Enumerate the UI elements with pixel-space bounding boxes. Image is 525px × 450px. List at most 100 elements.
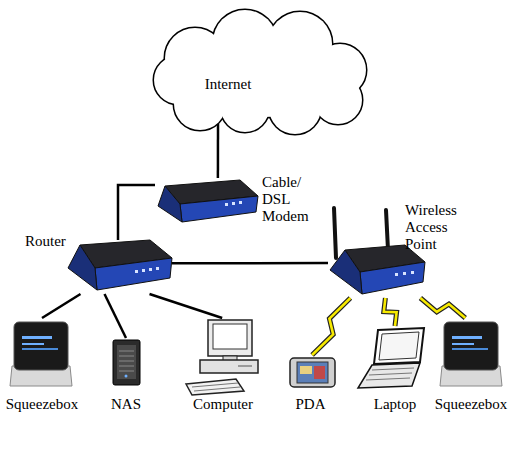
status-light [156,267,159,270]
squeezebox-device [10,322,72,386]
status-light [149,268,152,271]
wireless-link [420,298,465,318]
device-side [158,186,182,222]
ethernet-cable [217,124,218,178]
node-label: Wireless Access Point [405,202,467,253]
cable-line [42,294,81,318]
pda-node: PDA [283,355,338,413]
nas-vent [119,371,134,372]
laptop-node: Laptop [362,326,428,413]
router-node: Router [22,240,172,294]
computer-device [186,320,258,395]
status-light [239,201,242,204]
cloud-lobe [314,76,362,124]
node-label: Laptop [374,396,417,413]
device-side [330,250,362,294]
cloud-lobe [154,56,202,104]
node-label: Squeezebox [435,396,507,413]
status-light [232,202,235,205]
bolt-fill [420,298,465,318]
cable-line [217,124,220,178]
nas-vent [119,351,134,352]
monitor-case [208,320,252,356]
pda-device [290,358,335,387]
nas-vent [119,366,134,367]
antenna [334,208,336,258]
modem-device [158,180,258,222]
node-label: Computer [193,396,253,413]
keyboard-keys [192,383,238,387]
cloud-lobe [269,82,321,134]
nas-device [113,340,140,385]
keyboard [186,379,244,395]
nas-front [117,345,136,379]
cable-line [105,294,127,338]
nas-node: NAS [105,338,147,413]
monitor-screen [213,324,247,349]
squeezebox-node: Squeezebox [0,318,84,413]
ethernet-cable [172,263,328,264]
squeezebox-node: Squeezebox [430,318,512,413]
laptop-lid [374,328,424,364]
wireless-link [384,298,397,326]
node-label: Internet [205,76,252,93]
cable-line [172,262,328,265]
device-side [68,245,97,290]
laptop-screen [379,332,419,360]
cable-line [118,185,155,240]
antenna [386,210,388,250]
cable-line [150,294,223,318]
wireless-link [312,298,350,355]
pda-case [290,358,335,387]
desktop-case [200,360,258,373]
device-front [95,258,172,290]
internet-cloud [154,10,366,134]
node-label: Cable/ DSL Modem [262,174,322,225]
cloud-lobe [314,76,362,124]
ethernet-cable [150,294,223,318]
ethernet-cable [118,185,155,240]
bolt-outline [384,298,397,326]
laptop-base [358,363,420,388]
pda-screen-content [300,366,312,374]
pda-screen [297,362,328,383]
nas-case [113,340,140,385]
device-front [360,262,425,294]
cloud-lobe [269,82,321,134]
cloud-outline [154,10,366,134]
status-light [142,269,145,272]
node-label: Router [25,233,66,250]
cloud-fill [154,10,366,134]
bolt-fill [312,298,350,355]
ethernet-cable [42,294,81,318]
cloud-node: Internet [160,12,360,124]
ethernet-cable [105,294,127,338]
status-light [403,272,406,275]
bolt-outline [312,298,350,355]
status-light [411,271,414,274]
status-light [395,273,398,276]
nas-vent [119,361,134,362]
keyboard-keys [372,368,414,370]
squeezebox-device [440,322,502,386]
bolt-fill [384,298,397,326]
drive-slot [238,366,252,367]
laptop-device [358,328,424,388]
cloud-lobe [154,56,202,104]
status-light [135,270,138,273]
device-front [180,196,258,222]
router-device [68,240,172,290]
status-light [125,375,128,378]
cloud-lobe [213,10,277,74]
status-light [225,203,228,206]
keyboard-keys [369,373,412,375]
node-label: NAS [111,396,141,413]
access-point-node: Wireless Access Point [328,205,468,298]
node-label: PDA [295,396,325,413]
node-label: Squeezebox [6,396,78,413]
keyboard-keys [366,378,410,380]
nas-vent [119,356,134,357]
cloud-lobe [213,10,277,74]
